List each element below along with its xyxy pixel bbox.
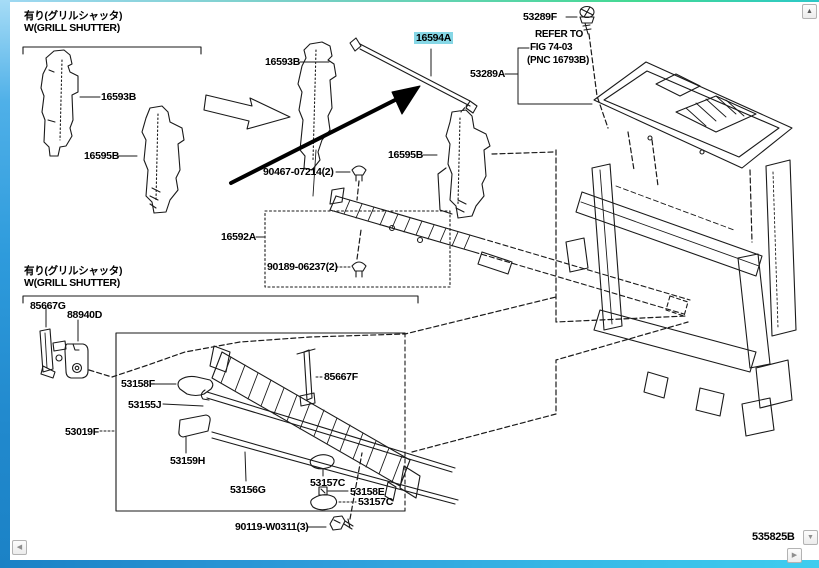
grill-shutter-dashed-box xyxy=(264,210,451,288)
scroll-down-icon: ▼ xyxy=(807,534,814,541)
part-label-16593b-left[interactable]: 16593B xyxy=(101,91,136,103)
part-label-16594a-highlighted[interactable]: 16594A xyxy=(414,32,453,44)
part-label-53157c-2[interactable]: 53157C xyxy=(358,496,393,508)
part-label-53289f[interactable]: 53289F xyxy=(523,11,557,23)
top-window-edge xyxy=(0,0,819,2)
part-label-90189-06237[interactable]: 90189-06237(2) xyxy=(267,261,338,273)
section-label-top-jp: 有り(グリルシャッタ) xyxy=(24,10,123,22)
part-drawing-16595b-middle xyxy=(437,109,491,219)
part-label-16593b-middle[interactable]: 16593B xyxy=(265,56,300,68)
part-drawing-53159h xyxy=(178,414,211,438)
section-label-top-en: W(GRILL SHUTTER) xyxy=(24,22,120,34)
hidden-line-connectors xyxy=(88,33,753,520)
pointer-arrow-black xyxy=(229,85,421,185)
lower-assembly-box xyxy=(115,332,406,512)
part-drawing-16592a-assembly xyxy=(329,187,691,317)
part-drawing-53019f-assembly xyxy=(209,345,421,502)
section-label-bottom-jp: 有り(グリルシャッタ) xyxy=(24,265,123,277)
scroll-up-icon: ▲ xyxy=(806,8,813,15)
part-label-16595b-middle[interactable]: 16595B xyxy=(388,149,423,161)
part-label-53157c-1[interactable]: 53157C xyxy=(310,477,345,489)
part-label-90119-w0311[interactable]: 90119-W0311(3) xyxy=(235,521,309,533)
scroll-right-button[interactable]: ▶ xyxy=(787,548,802,563)
figure-code: 535825B xyxy=(752,531,795,543)
part-drawing-53157c-1 xyxy=(309,454,335,470)
part-drawing-53158e xyxy=(318,486,328,496)
part-drawing-85667g xyxy=(39,328,67,379)
part-label-53159h[interactable]: 53159H xyxy=(170,455,205,467)
section-label-bottom-en: W(GRILL SHUTTER) xyxy=(24,277,120,289)
clip-icon-90467 xyxy=(351,165,367,182)
part-label-53019f[interactable]: 53019F xyxy=(65,426,99,438)
part-label-85667f[interactable]: 85667F xyxy=(324,371,358,383)
pointer-arrow-outline xyxy=(203,94,291,130)
section-bracket-bottom xyxy=(22,295,419,304)
refer-note-line2: FIG 74-03 xyxy=(530,42,573,53)
left-window-edge xyxy=(0,0,10,568)
cowl-top-panel xyxy=(593,61,793,169)
part-drawing-53158f xyxy=(177,375,214,397)
part-drawing-85667f xyxy=(296,348,316,407)
part-label-16595b-left[interactable]: 16595B xyxy=(84,150,119,162)
scroll-left-button[interactable]: ◀ xyxy=(12,540,27,555)
part-label-53158e[interactable]: 53158E xyxy=(350,486,385,498)
part-drawing-53155j-strip xyxy=(200,389,456,473)
clip-icon-90189 xyxy=(351,261,367,278)
refer-note-line3: (PNC 16793B) xyxy=(527,55,589,66)
part-drawing-53156g-strip xyxy=(211,431,459,505)
radiator-support-frame xyxy=(565,159,797,437)
part-label-88940d[interactable]: 88940D xyxy=(67,309,102,321)
bolt-icon-90119 xyxy=(329,515,354,531)
bottom-window-edge xyxy=(0,560,819,568)
scroll-right-icon: ▶ xyxy=(791,552,798,559)
section-bracket-top xyxy=(22,46,202,55)
scroll-left-icon: ◀ xyxy=(16,544,23,551)
screw-icon-53289f xyxy=(579,5,595,35)
part-label-53155j[interactable]: 53155J xyxy=(128,399,162,411)
part-label-53158f[interactable]: 53158F xyxy=(121,378,155,390)
part-drawing-53157c-2 xyxy=(310,494,338,511)
leader-lines xyxy=(45,16,593,528)
part-drawing-88940d xyxy=(64,343,89,379)
part-drawing-16595b-left xyxy=(141,105,185,214)
scroll-up-button[interactable]: ▲ xyxy=(802,4,817,19)
part-label-53156g[interactable]: 53156G xyxy=(230,484,266,496)
scroll-down-button[interactable]: ▼ xyxy=(803,530,818,545)
part-label-90467-07214[interactable]: 90467-07214(2) xyxy=(263,166,334,178)
part-drawing-16594a-bar xyxy=(349,37,478,114)
part-label-85667g[interactable]: 85667G xyxy=(30,300,66,312)
part-drawing-16593b-left xyxy=(40,49,79,157)
part-label-16592a[interactable]: 16592A xyxy=(221,231,256,243)
part-label-53289a[interactable]: 53289A xyxy=(470,68,505,80)
refer-note-line1: REFER TO xyxy=(535,29,583,40)
